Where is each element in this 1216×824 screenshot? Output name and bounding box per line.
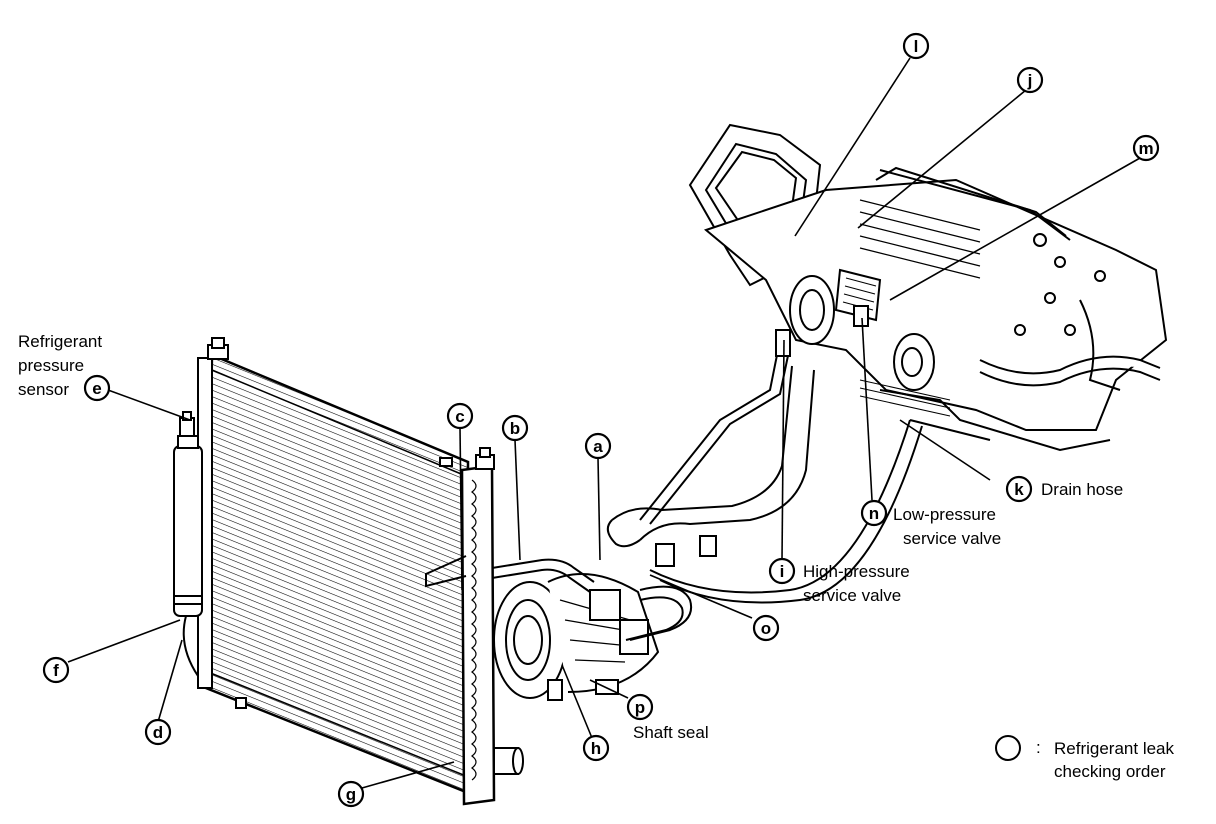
svg-text:n: n bbox=[869, 504, 879, 523]
marker-k: k bbox=[1005, 475, 1033, 503]
marker-h: h bbox=[582, 734, 610, 762]
leader-lines bbox=[67, 57, 1141, 789]
shaft-seal-label: Shaft seal bbox=[633, 723, 709, 742]
svg-text:f: f bbox=[53, 661, 59, 680]
low-pressure-label-line1: Low-pressure bbox=[893, 505, 996, 524]
marker-p: p bbox=[626, 693, 654, 721]
marker-n: n bbox=[860, 499, 888, 527]
marker-i: i bbox=[768, 557, 796, 585]
receiver-drier bbox=[173, 411, 203, 677]
svg-text:m: m bbox=[1138, 139, 1153, 158]
svg-text:k: k bbox=[1014, 480, 1024, 499]
high-pressure-label-line1: High-pressure bbox=[803, 562, 910, 581]
svg-text:a: a bbox=[593, 437, 603, 456]
marker-f: f bbox=[42, 656, 70, 684]
evaporator-unit bbox=[688, 123, 1168, 452]
svg-text:j: j bbox=[1027, 71, 1033, 90]
marker-d: d bbox=[144, 718, 172, 746]
legend-label-line2: checking order bbox=[1054, 762, 1166, 781]
marker-b: b bbox=[501, 414, 529, 442]
svg-text:b: b bbox=[510, 419, 520, 438]
condenser bbox=[197, 337, 524, 806]
low-pressure-label-line2: service valve bbox=[903, 529, 1002, 548]
svg-text:o: o bbox=[761, 619, 771, 638]
sensor-label-line2: pressure bbox=[18, 356, 85, 375]
svg-text:l: l bbox=[914, 37, 919, 56]
svg-text:p: p bbox=[635, 698, 645, 717]
refrigerant-pipes bbox=[425, 339, 923, 641]
marker-l: l bbox=[902, 32, 930, 60]
svg-text:g: g bbox=[346, 785, 356, 804]
drain-hose-label: Drain hose bbox=[1041, 480, 1124, 499]
marker-j: j bbox=[1016, 66, 1044, 94]
compressor bbox=[493, 573, 660, 701]
sensor-label-line1: Refrigerant bbox=[18, 332, 103, 351]
svg-text:d: d bbox=[153, 723, 163, 742]
svg-text:i: i bbox=[780, 562, 785, 581]
legend-colon: : bbox=[1036, 738, 1041, 757]
sensor-label-line3: sensor bbox=[18, 380, 70, 399]
marker-o: o bbox=[752, 614, 780, 642]
svg-text:h: h bbox=[591, 739, 601, 758]
marker-a: a bbox=[584, 432, 612, 460]
marker-g: g bbox=[337, 780, 365, 808]
high-pressure-label-line2: service valve bbox=[803, 586, 902, 605]
marker-e: e bbox=[83, 374, 111, 402]
legend-circle-icon bbox=[995, 735, 1021, 761]
svg-text:e: e bbox=[92, 379, 101, 398]
marker-c: c bbox=[446, 402, 474, 430]
marker-m: m bbox=[1132, 134, 1160, 162]
legend-label-line1: Refrigerant leak bbox=[1054, 739, 1175, 758]
svg-text:c: c bbox=[455, 407, 464, 426]
